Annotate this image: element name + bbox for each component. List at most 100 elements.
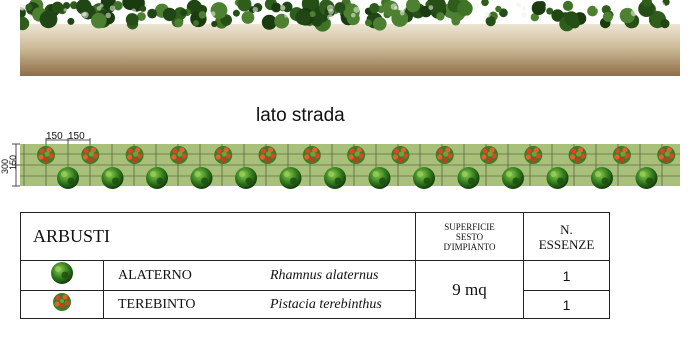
hedge-foliage: [365, 19, 372, 27]
alaterno-icon-cell: [20, 260, 104, 291]
hedge-foliage: [67, 17, 75, 25]
terebinto-shrub: [37, 146, 55, 164]
alaterno-shrub: [635, 167, 658, 189]
hedge-highlight: [105, 12, 111, 19]
hedge-foliage: [309, 11, 316, 18]
spacing-label-a: 150: [46, 131, 63, 142]
alaterno-shrub: [591, 167, 613, 189]
hedge-highlight: [353, 6, 360, 13]
terebinto-shrub: [391, 146, 410, 164]
hedge-foliage: [162, 7, 177, 22]
hedge-foliage: [485, 16, 496, 27]
terebinto-shrub: [214, 146, 233, 164]
alaterno-shrub: [279, 167, 302, 189]
terebinto-shrub: [480, 146, 498, 164]
hedge-foliage: [481, 0, 489, 7]
hedge-foliage: [587, 5, 598, 17]
alaterno-shrub: [324, 167, 346, 189]
terebinto-count: 1: [523, 290, 610, 319]
hedge-foliage: [373, 17, 387, 31]
hedge-highlight: [484, 11, 491, 18]
hedge-highlight: [252, 6, 259, 13]
hedge-foliage: [271, 2, 282, 13]
terebinto-shrub: [81, 146, 100, 164]
hedge-foliage: [62, 2, 71, 10]
hedge-highlight: [595, 5, 599, 9]
hedge-highlight: [351, 12, 356, 18]
hedge-foliage: [660, 19, 670, 29]
hedge-foliage: [429, 0, 446, 14]
terebinto-shrub: [125, 146, 144, 164]
planting-plan: 150 150 300 150: [0, 131, 680, 189]
hedge-foliage: [261, 14, 277, 30]
terebinto-shrub: [657, 146, 676, 164]
hedge-highlight: [631, 1, 639, 8]
terebinto-shrub-icon: [53, 293, 71, 311]
count-header-line1: N.: [560, 221, 573, 237]
alaterno-scientific-name: Rhamnus alaternus: [268, 260, 416, 291]
hedge-highlight: [284, 13, 289, 18]
hedge-highlight: [390, 3, 398, 10]
surface-header-line3: D'IMPIANTO: [443, 241, 496, 252]
hedge-foliage: [137, 12, 146, 21]
hedge-foliage: [113, 1, 123, 11]
terebinto-icon-cell: [20, 290, 104, 319]
hedge-highlight: [131, 8, 136, 14]
hedge-foliage: [122, 0, 139, 11]
hedge-highlight: [20, 3, 26, 11]
hedge-foliage: [180, 9, 188, 16]
hedge-foliage: [174, 18, 184, 28]
surface-header: SUPERFICIE SESTO D'IMPIANTO: [415, 212, 524, 261]
alaterno-shrub: [190, 167, 213, 189]
alaterno-row: [57, 167, 658, 189]
hedge-highlight: [210, 11, 216, 17]
surface-header-line2: SESTO: [455, 231, 484, 242]
alaterno-shrub: [146, 167, 168, 189]
alaterno-shrub: [457, 167, 480, 189]
terebinto-scientific-name: Pistacia terebinthus: [268, 290, 416, 319]
hedge-foliage: [193, 20, 199, 26]
hedge-highlight: [625, 4, 630, 9]
hedge-foliage: [448, 0, 455, 6]
hedge-highlight: [99, 3, 104, 8]
count-header-line2: ESSENZE: [538, 236, 595, 252]
hedge-foliage: [334, 2, 346, 13]
hedge-foliage: [76, 0, 92, 15]
hedge-foliage: [237, 0, 252, 12]
terebinto-shrub: [347, 146, 366, 164]
hedge-highlight: [464, 15, 469, 19]
hedge-foliage: [569, 17, 580, 29]
hedge-foliage: [232, 9, 240, 17]
hedge-foliage: [642, 0, 652, 7]
alaterno-shrub: [235, 167, 257, 189]
alaterno-count: 1: [523, 260, 610, 291]
hedge-highlight: [327, 14, 334, 21]
hedge-foliage: [499, 8, 508, 18]
legend-row-alaterno: ALATERNO Rhamnus alaternus 9 mq 1: [20, 260, 610, 319]
hedge-foliage: [295, 9, 311, 25]
terebinto-shrub: [258, 146, 277, 164]
hedge-foliage: [91, 12, 107, 29]
hedge-foliage: [311, 15, 323, 27]
hedge-highlight: [521, 12, 527, 18]
terebinto-shrub: [612, 146, 631, 164]
hedge-elevation: [20, 0, 670, 32]
hedge-foliage: [457, 0, 473, 17]
alaterno-shrub: [101, 167, 124, 189]
alaterno-common-name: ALATERNO: [103, 260, 268, 291]
hedge-foliage: [70, 1, 78, 10]
hedge-highlight: [82, 11, 89, 19]
hedge-foliage: [241, 11, 255, 24]
hedge-highlight: [109, 5, 116, 11]
terebinto-shrub: [435, 146, 454, 164]
hedge-foliage: [495, 5, 502, 13]
alaterno-shrub: [413, 167, 435, 189]
hedge-foliage: [406, 0, 421, 13]
species-legend-table: ARBUSTI SUPERFICIE SESTO D'IMPIANTO N. E…: [20, 212, 610, 319]
width-label-half: 150: [8, 155, 18, 170]
hedge-highlight: [517, 3, 522, 8]
hedge-highlight: [28, 13, 32, 17]
hedge-highlight: [63, 8, 67, 12]
elevation-view: [20, 0, 680, 76]
terebinto-shrub: [568, 146, 587, 164]
